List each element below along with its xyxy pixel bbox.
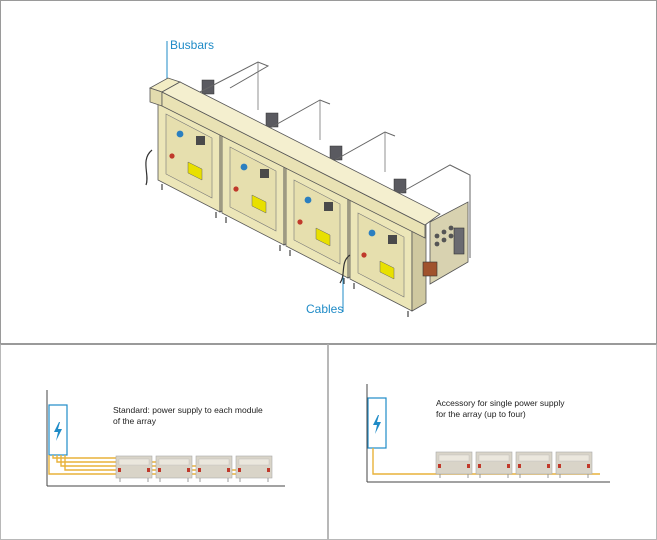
display-window [260,169,269,178]
module-array-illustration [145,41,471,317]
warning-label [379,260,395,280]
standard-caption-line2: of the array [113,416,156,426]
end-panel-relay [422,261,438,277]
logo-mark [240,163,248,171]
accessory-caption: Accessory for single power supply for th… [436,398,565,420]
display-window [196,136,205,145]
display-window [324,202,333,211]
red-knob [233,186,239,192]
logo-mark [176,130,184,138]
red-knob [169,153,175,159]
standard-caption: Standard: power supply to each module of… [113,405,263,427]
standard-caption-line1: Standard: power supply to each module [113,405,263,415]
red-knob [297,219,303,225]
cables-label: Cables [306,302,344,316]
end-panel-unit [453,227,465,255]
top-component [201,79,215,95]
accessory-caption-line2: for the array (up to four) [436,409,526,419]
warning-label [315,227,331,247]
busbars-label: Busbars [170,38,215,52]
right-cable [339,254,351,284]
left-cable [145,149,153,186]
warning-label [251,194,267,214]
display-window [388,235,397,244]
standard-supply-panel [0,344,328,540]
busbar-top [161,81,441,226]
accessory-caption-line1: Accessory for single power supply [436,398,565,408]
end-panel-ports [434,225,454,247]
warning-label [187,161,203,181]
red-knob [361,252,367,258]
top-component [329,145,343,161]
logo-mark [368,229,376,237]
logo-mark [304,196,312,204]
accessory-supply-panel [328,344,657,540]
